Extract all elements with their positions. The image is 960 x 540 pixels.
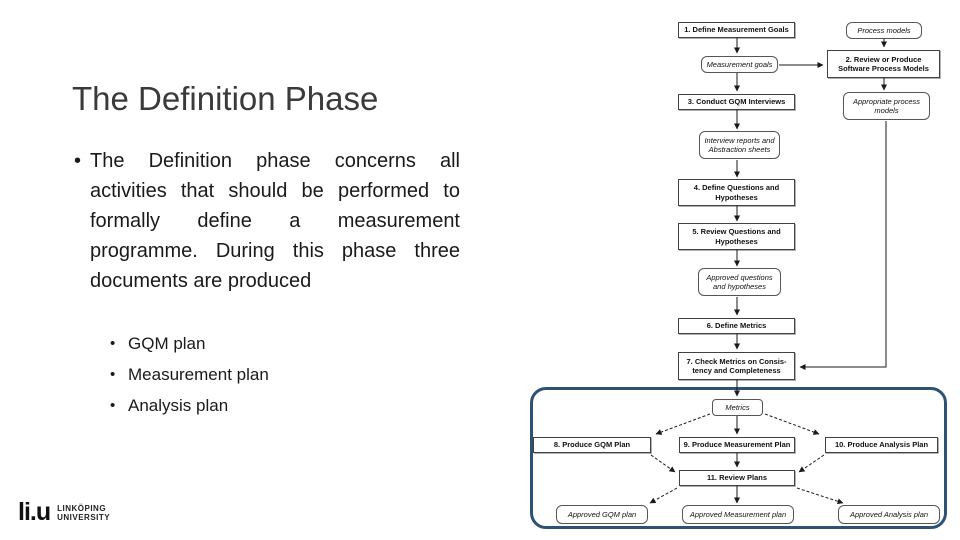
node-produce-measurement-plan: 9. Produce Measurement Plan [679,437,795,453]
logo-line1: LINKÖPING [57,503,107,513]
bullet-text: The Definition phase concerns all activi… [90,150,460,292]
bullet-marker: • [110,335,116,352]
main-bullet: • The Definition phase concerns all acti… [74,146,460,296]
definition-documents-highlight-box [530,387,947,529]
node-define-metrics: 6. Define Metrics [678,318,795,334]
artifact-approved-gqm-plan: Approved GQM plan [556,505,648,524]
node-conduct-gqm-interviews: 3. Conduct GQM Interviews [678,94,795,110]
bullet-marker: • [74,150,82,172]
liu-logo-text: LINKÖPING UNIVERSITY [57,504,110,522]
list-item: • GQM plan [110,328,269,359]
sub-bullet-analysis-plan: Analysis plan [128,395,229,415]
bullet-marker: • [110,397,116,414]
list-item: • Analysis plan [110,390,269,421]
artifact-approved-measurement-plan: Approved Measurement plan [682,505,794,524]
sub-bullet-gqm-plan: GQM plan [128,333,206,353]
sub-bullet-measurement-plan: Measurement plan [128,364,269,384]
liu-logo-mark: li.u [18,498,51,526]
node-review-plans: 11. Review Plans [679,470,795,486]
artifact-approved-analysis-plan: Approved Analysis plan [838,505,940,524]
list-item: • Measurement plan [110,359,269,390]
node-review-produce-process-models: 2. Review or Produce Software Process Mo… [827,50,940,78]
node-define-questions-hypotheses: 4. Define Questions and Hypotheses [678,179,795,206]
artifact-metrics: Metrics [712,399,763,416]
artifact-appropriate-process-models: Appropriate process models [843,92,930,120]
page-title: The Definition Phase [72,80,379,118]
sub-bullet-list: • GQM plan • Measurement plan • Analysis… [110,328,269,421]
artifact-interview-reports: Interview reports and Abstraction sheets [699,131,780,159]
node-define-measurement-goals: 1. Define Measurement Goals [678,22,795,38]
node-produce-gqm-plan: 8. Produce GQM Plan [533,437,651,453]
node-review-questions-hypotheses: 5. Review Questions and Hypotheses [678,223,795,250]
logo-line2: UNIVERSITY [57,512,111,522]
artifact-process-models: Process models [846,22,922,39]
node-check-metrics-consistency: 7. Check Metrics on Consis- tency and Co… [678,352,795,380]
university-logo: li.u LINKÖPING UNIVERSITY [18,500,110,525]
artifact-measurement-goals: Measurement goals [701,56,778,73]
artifact-approved-questions: Approved questions and hypotheses [698,268,781,296]
bullet-marker: • [110,366,116,383]
node-produce-analysis-plan: 10. Produce Analysis Plan [825,437,938,453]
